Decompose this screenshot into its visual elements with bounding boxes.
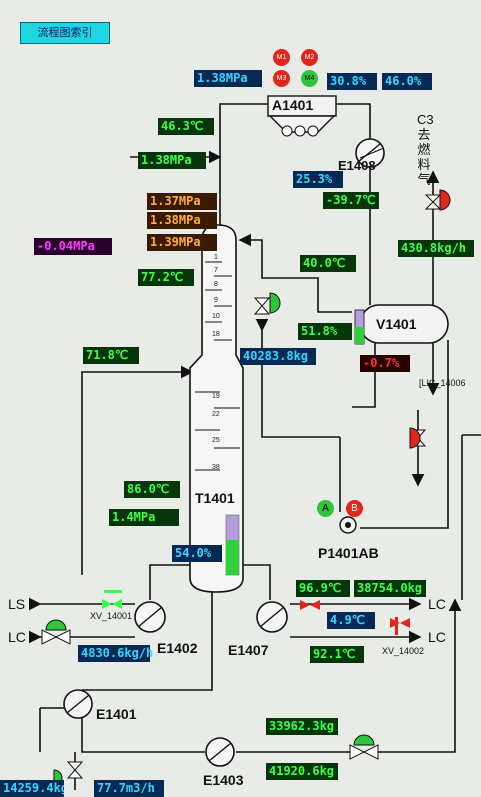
column-pressure-1-reading: 1.37MPa bbox=[147, 193, 217, 210]
e1403-out-line bbox=[236, 598, 462, 753]
a1401-to-e1408-line bbox=[336, 103, 371, 140]
e1407-temp3-reading: 92.1℃ bbox=[310, 646, 364, 663]
e1407-return-line bbox=[236, 564, 271, 600]
bottom-level-reading: 54.0% bbox=[172, 545, 222, 562]
control-valve-lc-left bbox=[41, 619, 71, 645]
v1401-label: V1401 bbox=[376, 316, 417, 332]
e1402-flow-reading: 4830.6kg/h bbox=[78, 645, 153, 662]
v1401-level-reading: 51.8% bbox=[298, 323, 352, 340]
motor-m4-indicator[interactable]: M4 bbox=[301, 70, 318, 87]
pump-a-indicator[interactable]: A bbox=[317, 500, 334, 517]
control-valve-reflux bbox=[253, 292, 281, 315]
tray-38: 38 bbox=[212, 464, 220, 471]
e1408-label: E1408 bbox=[338, 158, 376, 173]
tray-7: 7 bbox=[214, 267, 218, 274]
tray-10: 10 bbox=[212, 313, 220, 320]
reflux-temp-reading: 40.0℃ bbox=[300, 255, 356, 272]
a1401-vessel bbox=[267, 95, 337, 137]
tray-25: 25 bbox=[212, 437, 220, 444]
xv-14001-label[interactable]: XV_14001 bbox=[90, 611, 133, 621]
bottom-temp-reading: 86.0℃ bbox=[124, 481, 180, 498]
e1408-temp-reading: -39.7℃ bbox=[323, 192, 379, 209]
lic-14006-label[interactable]: [LIC_14006 bbox=[419, 378, 466, 388]
feed-temp-reading: 71.8℃ bbox=[83, 347, 139, 364]
reflux-flow-reading: 40283.8kg bbox=[240, 348, 316, 365]
flow-b-reading: 41920.6kg bbox=[266, 763, 338, 780]
e1407-exchanger bbox=[256, 601, 288, 633]
e1402-return-line bbox=[149, 564, 192, 600]
top-temp-reading: 46.3℃ bbox=[158, 118, 214, 135]
a1401-pressure-reading: 1.38MPa bbox=[194, 70, 262, 87]
e1407-flow-reading: 38754.0kg bbox=[354, 580, 426, 597]
pump-b-indicator[interactable]: B bbox=[346, 500, 363, 517]
e1401-label: E1401 bbox=[96, 706, 137, 722]
e1403-exchanger bbox=[205, 737, 235, 767]
ls-stream-label: LS bbox=[8, 596, 26, 612]
lc-right2-stream-label: LC bbox=[428, 629, 446, 645]
tray-19: 19 bbox=[212, 393, 220, 400]
flowchart-index-button[interactable]: 流程图索引 bbox=[20, 22, 110, 44]
t1401-label: T1401 bbox=[195, 490, 235, 506]
c3-flow-reading: 430.8kg/h bbox=[398, 240, 474, 257]
lic-value-reading: -0.7% bbox=[360, 355, 410, 372]
e1407-label: E1407 bbox=[228, 642, 269, 658]
p1401ab-pump bbox=[339, 516, 357, 534]
pump-discharge-line bbox=[255, 318, 340, 438]
lc-right1-stream-label: LC bbox=[428, 596, 446, 612]
tray-8: 8 bbox=[214, 281, 218, 288]
tray-22: 22 bbox=[212, 411, 220, 418]
reflux-line bbox=[238, 233, 352, 313]
xv-14002-valve bbox=[300, 600, 410, 635]
p1401ab-label: P1401AB bbox=[318, 545, 379, 561]
xv-14001-valve bbox=[102, 590, 122, 609]
overhead-line bbox=[219, 103, 268, 225]
bottom-pressure-reading: 1.4MPa bbox=[109, 509, 179, 526]
control-valve-e1403 bbox=[349, 734, 379, 760]
e1408-exchanger bbox=[355, 138, 385, 168]
xv-14002-label[interactable]: XV_14002 bbox=[382, 646, 425, 656]
bottom-mid-flow-reading: 77.7m3/h bbox=[94, 780, 164, 797]
a1401-pct2-reading: 46.0% bbox=[382, 73, 432, 90]
e1401-to-e1403-line bbox=[81, 718, 205, 753]
pump-return-line bbox=[360, 340, 449, 529]
differential-pressure-reading: -0.04MPa bbox=[34, 238, 112, 255]
flow-a-reading: 33962.3kg bbox=[266, 718, 338, 735]
e1407-temp1-reading: 96.9℃ bbox=[296, 580, 350, 597]
control-valve-v1401-bottom bbox=[409, 427, 427, 449]
column-temp-reading: 77.2℃ bbox=[138, 269, 194, 286]
v1401-drain-line bbox=[352, 340, 376, 408]
e1401-exchanger bbox=[63, 689, 93, 719]
column-pressure-3-reading: 1.39MPa bbox=[147, 234, 217, 251]
tray-9: 9 bbox=[214, 297, 218, 304]
column-pressure-2-reading: 1.38MPa bbox=[147, 212, 217, 229]
a1401-label: A1401 bbox=[272, 97, 314, 113]
tray-18: 18 bbox=[212, 331, 220, 338]
control-valve-c3 bbox=[424, 189, 451, 211]
a1401-pct1-reading: 30.8% bbox=[327, 73, 377, 90]
motor-m2-indicator[interactable]: M2 bbox=[301, 49, 318, 66]
motor-m1-indicator[interactable]: M1 bbox=[273, 49, 290, 66]
c3-fuel-gas-label: C3 去 燃 料 气 bbox=[417, 112, 434, 187]
feed-line bbox=[81, 365, 194, 575]
t1401-column bbox=[189, 224, 244, 593]
e1403-label: E1403 bbox=[203, 772, 244, 788]
v1401-drum bbox=[354, 304, 449, 345]
e1402-exchanger bbox=[134, 601, 166, 633]
bottom-left-flow-reading: 14259.4kg bbox=[0, 780, 64, 797]
top-pressure-reading: 1.38MPa bbox=[138, 152, 206, 169]
bottoms-line bbox=[82, 592, 213, 691]
e1408-pct-reading: 25.3% bbox=[293, 171, 343, 188]
lc-left-stream-label: LC bbox=[8, 629, 26, 645]
motor-m3-indicator[interactable]: M3 bbox=[273, 70, 290, 87]
tray-1: 1 bbox=[214, 254, 218, 261]
e1402-label: E1402 bbox=[157, 640, 198, 656]
e1407-temp2-reading: 4.9℃ bbox=[327, 612, 375, 629]
